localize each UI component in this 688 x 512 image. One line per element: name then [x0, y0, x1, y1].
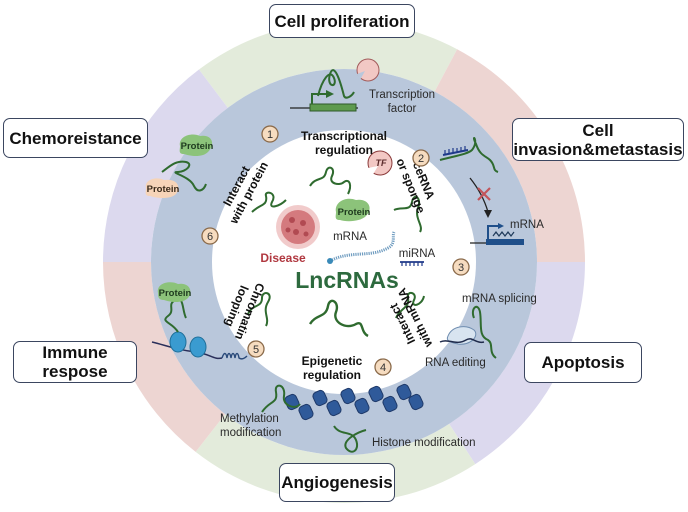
svg-text:3: 3 — [458, 262, 464, 274]
protein-label: Protein — [159, 288, 192, 299]
outcome-chemoresistance: Chemoreistance — [3, 118, 148, 158]
mechanism-number-badge: 3 — [452, 258, 470, 276]
nucleosome-icon — [396, 383, 412, 401]
mechanism-number-badge: 4 — [374, 358, 392, 376]
outer-segment-invasion — [434, 49, 585, 263]
nucleosome-icon — [354, 397, 370, 415]
lncrna-strand-icon — [309, 166, 352, 195]
outcome-cell-proliferation: Cell proliferation — [269, 4, 415, 38]
histone-chain-icon — [284, 383, 424, 421]
outer-segment-apoptosis — [449, 262, 585, 465]
lncrna-strand-icon — [333, 425, 367, 453]
outer-segment-immune — [103, 262, 226, 452]
mrna-label: mRNA — [510, 219, 544, 231]
mechanism-number-badge: 6 — [201, 227, 219, 245]
outcome-label: Apoptosis — [541, 353, 625, 372]
outcome-label: Cell proliferation — [274, 11, 410, 31]
lncrna-strand-icon — [161, 160, 207, 192]
nucleosome-icon — [368, 385, 384, 403]
disease-cell-icon — [276, 205, 320, 249]
rna-editing-label: RNA editing — [425, 357, 486, 369]
protein-blob-icon: Protein — [145, 178, 180, 198]
nucleosome-icon — [382, 395, 398, 413]
outer-segment-angiogenesis — [195, 414, 476, 504]
mirna-center-label: miRNA — [399, 248, 436, 260]
mechanism-badges: 1 2 3 4 5 6 — [201, 125, 470, 376]
lncrna-strand-icon — [393, 195, 422, 233]
center-title: LncRNAs — [295, 267, 399, 293]
rna-editing-icon — [439, 305, 497, 359]
svg-text:5: 5 — [253, 344, 259, 356]
nucleosome-icon — [326, 399, 342, 417]
svg-text:1: 1 — [267, 129, 273, 141]
outcome-angiogenesis: Angiogenesis — [279, 463, 395, 502]
protein-label: Protein — [338, 207, 371, 218]
transcription-factor-icon — [356, 58, 380, 82]
chromatin-looping-icon — [151, 298, 248, 360]
lncrna-strand-icon — [308, 299, 369, 338]
lncrna-strand-icon — [251, 191, 287, 213]
lncrna-strand-icon — [395, 292, 425, 319]
outer-segment-chemoresistance — [103, 69, 228, 262]
protein-label: Protein — [147, 184, 180, 195]
transcription-gene-icon — [290, 69, 358, 112]
disease-label: Disease — [260, 251, 306, 265]
protein-blob-icon: Protein — [335, 198, 371, 222]
nucleosome-icon — [340, 387, 356, 405]
mrna-splicing-label: mRNA splicing — [462, 293, 537, 305]
outer-segment-proliferation — [198, 20, 458, 108]
outcome-label: Angiogenesis — [281, 473, 393, 492]
nucleosome-icon — [312, 389, 328, 407]
nucleosome-icon — [298, 403, 314, 421]
inner-disc — [212, 130, 476, 394]
tf-label: TF — [376, 158, 387, 168]
histone-modification-label: Histone modification — [372, 437, 476, 449]
svg-text:6: 6 — [207, 231, 213, 243]
tf-icon: TF — [367, 150, 393, 176]
mechanism-number-badge: 1 — [261, 125, 279, 143]
mrna-strand-icon — [327, 231, 396, 264]
outcome-apoptosis: Apoptosis — [524, 342, 642, 383]
mechanism-number-badge: 2 — [412, 149, 430, 167]
outcome-label: Cell invasion&metastasis — [513, 120, 683, 159]
protein-label: Protein — [181, 141, 214, 152]
outcome-label: Chemoreistance — [9, 128, 142, 148]
outcome-cell-invasion-metastasis: Cell invasion&metastasis — [512, 118, 684, 161]
mrna-target-icon — [470, 223, 524, 245]
methylation-modification-label: Methylation modification — [220, 413, 282, 439]
mirna-icon — [400, 261, 424, 266]
nucleosome-icon — [408, 393, 424, 411]
mechanism-number-badge: 5 — [247, 340, 265, 358]
svg-text:2: 2 — [418, 153, 424, 165]
outer-ring — [103, 20, 585, 504]
lncrna-strand-icon — [247, 292, 271, 327]
outcome-label: Immune respose — [42, 343, 108, 381]
outcome-immune-response: Immune respose — [13, 341, 137, 383]
protein-blob-icon: Protein — [157, 282, 192, 302]
mirna-binding-icon — [439, 136, 499, 218]
protein-blob-icon: Protein — [179, 134, 214, 156]
mrna-center-label: mRNA — [333, 231, 367, 243]
svg-text:4: 4 — [380, 362, 386, 374]
lncrna-strand-icon — [261, 384, 301, 413]
